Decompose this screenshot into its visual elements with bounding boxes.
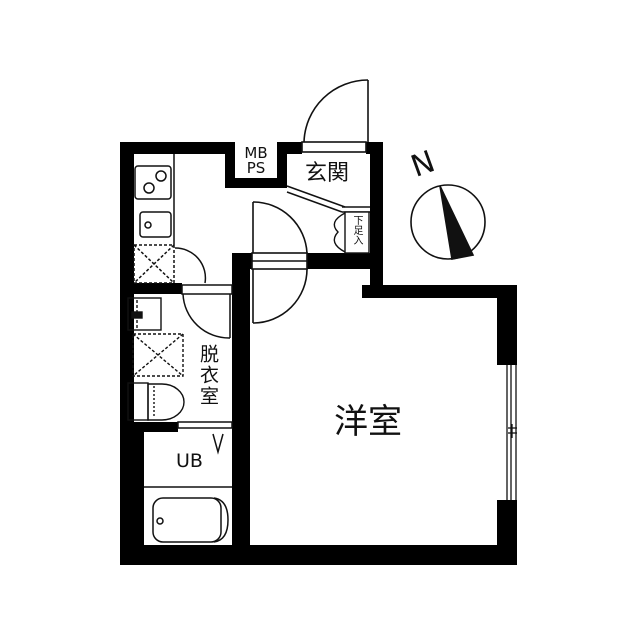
mbps-line2: PS: [246, 159, 266, 177]
entrance-label: 玄関: [305, 161, 350, 186]
entrance-door: [301, 79, 369, 153]
western-room-door: [251, 201, 308, 324]
western-room-label: 洋室: [334, 402, 402, 442]
unit-bath-label: UB: [176, 450, 203, 472]
entrance-step: [286, 185, 370, 213]
compass-icon: [410, 184, 486, 260]
kitchen: [133, 154, 175, 284]
window: [506, 365, 517, 500]
wash-area: [127, 297, 185, 421]
shoe-box-label: 下足入: [351, 215, 362, 245]
washroom-door: [174, 247, 233, 339]
mbps-line1: MB: [244, 144, 268, 162]
unit-bath: [144, 421, 233, 543]
mbps-label: MB PS: [236, 146, 276, 176]
walls: [120, 142, 517, 565]
dressing-room-label: 脱衣室: [197, 344, 219, 407]
shoe-box: [333, 211, 370, 254]
